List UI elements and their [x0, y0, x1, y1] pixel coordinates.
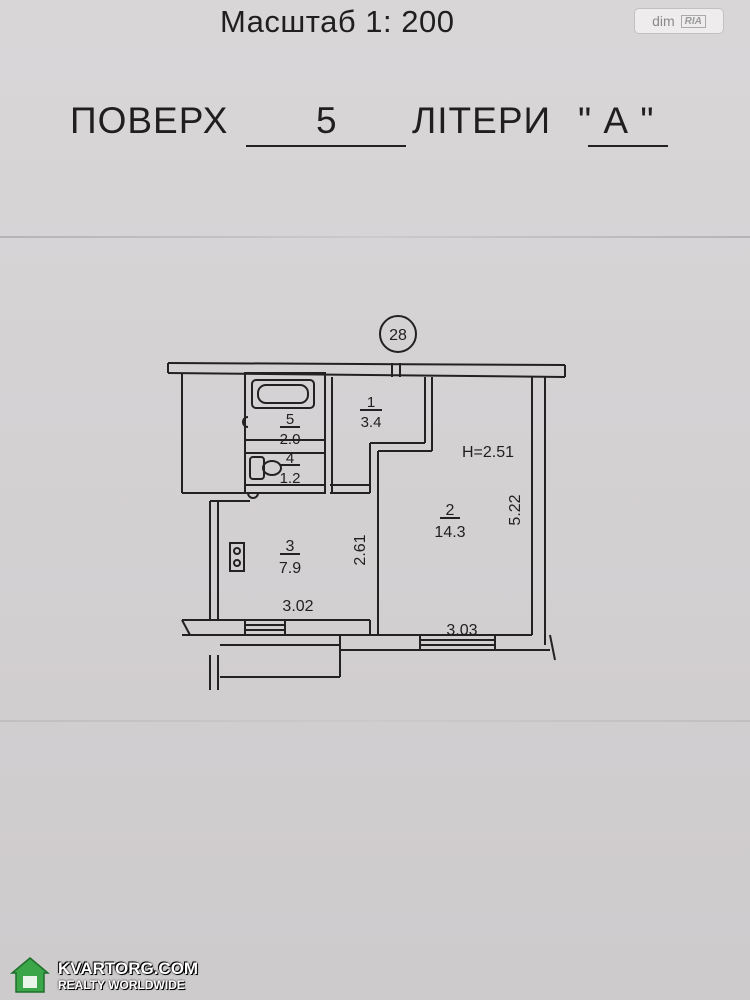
room-2-number: 2 [446, 502, 455, 519]
toilet-icon [249, 456, 265, 480]
room-2-area: 14.3 [434, 524, 465, 541]
room-2-width-dimension: 3.03 [446, 622, 477, 639]
dim-ria-logo[interactable]: dim RIA [634, 8, 724, 34]
paper-fold [0, 720, 750, 722]
floor-plan: 28 H=2.51 1 3.4 2 14.3 3 7.9 4 1.2 5 2.0… [160, 305, 580, 710]
floor-plan-drawing: 28 H=2.51 1 3.4 2 14.3 3 7.9 4 1.2 5 2.0… [167, 315, 566, 690]
watermark-subtitle: REALTY WORLDWIDE [58, 977, 185, 992]
underline [246, 145, 406, 147]
room-1-area: 3.4 [361, 414, 382, 431]
letter-label: ЛІТЕРИ [412, 100, 552, 141]
underline [588, 145, 668, 147]
room-3-area: 7.9 [279, 560, 301, 577]
sink-icon [242, 416, 249, 428]
room-5-area: 2.0 [280, 431, 301, 448]
axis-marker-label: 28 [389, 327, 407, 344]
sink-icon [247, 492, 259, 499]
window [244, 619, 286, 636]
room-3-number: 3 [286, 538, 295, 555]
house-logo-icon [9, 956, 51, 994]
room-4-area: 1.2 [280, 470, 301, 487]
letter-value: " А " [578, 100, 655, 141]
room-4-number: 4 [286, 450, 294, 467]
room-3-height-dimension: 2.61 [352, 534, 369, 565]
room-2-height-dimension: 5.22 [507, 494, 524, 525]
watermark-name: KVARTORG.COM [58, 958, 199, 978]
window [419, 634, 496, 651]
room-3-width-dimension: 3.02 [282, 598, 313, 615]
bathtub-icon [251, 379, 315, 409]
dim-logo-text: dim [652, 13, 675, 29]
ria-logo-text: RIA [680, 14, 706, 28]
scale-label: Масштаб 1: 200 [220, 4, 455, 39]
floor-number: 5 [316, 100, 338, 141]
paper-fold [0, 236, 750, 238]
stove-icon [229, 542, 245, 572]
kvartorg-watermark[interactable]: KVARTORG.COM REALTY WORLDWIDE [9, 954, 199, 996]
room-height-note: H=2.51 [462, 444, 514, 461]
floor-line: ПОВЕРХ 5 ЛІТЕРИ " А " [70, 100, 710, 150]
room-5-number: 5 [286, 411, 294, 428]
room-1-number: 1 [367, 394, 375, 411]
axis-marker-circle [379, 315, 417, 353]
floor-label: ПОВЕРХ [70, 100, 229, 141]
